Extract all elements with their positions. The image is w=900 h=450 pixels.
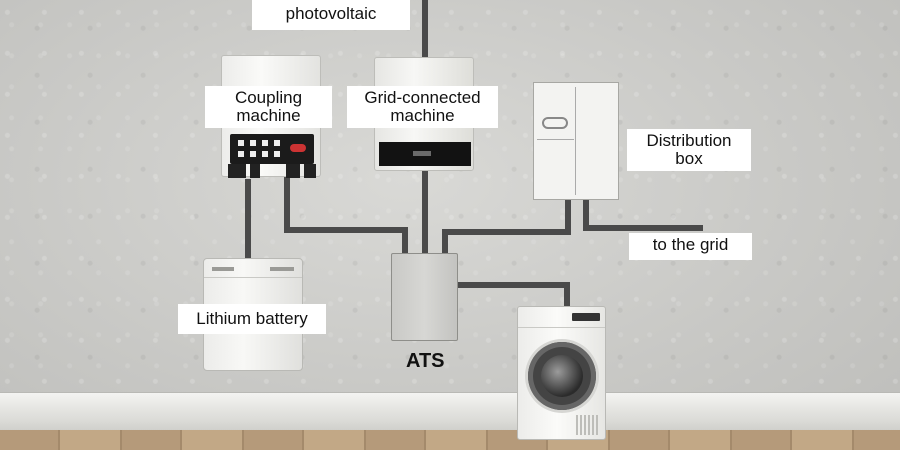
washing-machine-control-panel [572,313,600,321]
label-coupling-machine: Coupling machine [205,86,332,128]
coupling-machine-connectors [226,164,318,180]
label-to-the-grid: to the grid [629,233,752,260]
distribution-box-device [533,82,619,200]
ats-device [391,253,458,341]
wire-coupling-to-ats [284,177,408,258]
wooden-floor [0,430,900,450]
label-grid-connected-machine: Grid-connected machine [347,86,498,128]
distribution-box-handle [542,117,568,129]
label-distribution-box: Distribution box [627,129,751,171]
label-ats: ATS [406,350,445,372]
baseboard [0,392,900,431]
wire-ats-to-distribution [442,197,571,258]
label-lithium-battery: Lithium battery [178,304,326,334]
grid-connected-machine-screen [379,142,471,166]
wire-distribution-to-grid [583,197,703,231]
label-photovoltaic: photovoltaic [252,0,410,30]
washing-machine-device [517,306,606,440]
washing-machine-door [528,342,596,410]
wire-ats-to-washer [455,282,570,311]
coupling-machine-control-panel [230,134,314,164]
